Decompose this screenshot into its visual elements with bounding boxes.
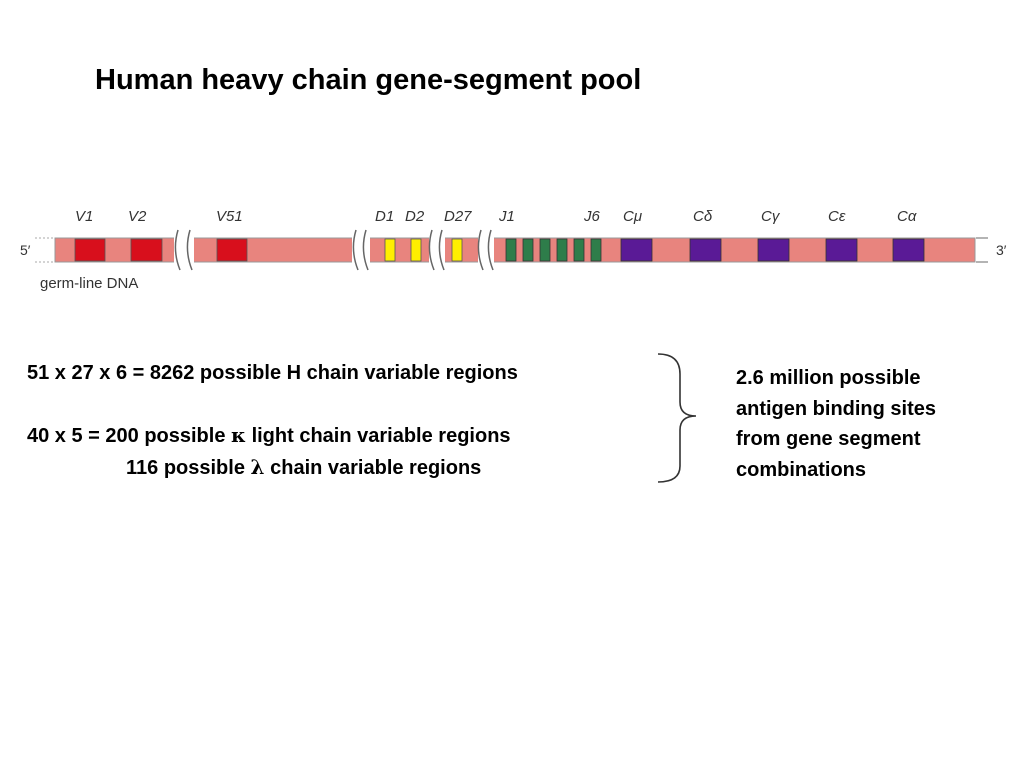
segment-j5 xyxy=(573,238,585,262)
result-line: antigen binding sites xyxy=(736,397,937,420)
result-line: from gene segment xyxy=(736,428,921,450)
label-5-prime: 5′ xyxy=(20,242,31,258)
label-c-epsilon: Cε xyxy=(828,208,846,225)
calculations: 51 x 27 x 6 = 8262 possible H chain vari… xyxy=(27,358,518,484)
label-d2: D2 xyxy=(405,208,425,225)
segment-v2 xyxy=(130,238,163,262)
lambda-calc-prefix: 116 possible xyxy=(126,457,251,479)
strand-breaks xyxy=(174,229,494,271)
page-title: Human heavy chain gene-segment pool xyxy=(95,64,642,96)
segment-v1 xyxy=(74,238,106,262)
label-c-mu: Cμ xyxy=(623,208,642,225)
germline-dna-diagram: V1 V2 V51 D1 D2 D27 J1 J6 Cμ Cδ Cγ Cε Cα… xyxy=(20,208,1007,292)
c-segments xyxy=(620,238,925,262)
result-text: 2.6 million possible antigen binding sit… xyxy=(736,363,936,485)
label-v51: V51 xyxy=(216,208,243,225)
label-c-gamma: Cγ xyxy=(761,208,781,225)
lambda-calc-suffix: chain variable regions xyxy=(264,457,482,479)
segment-c-mu xyxy=(620,238,653,262)
segment-c-delta xyxy=(689,238,722,262)
d-segments xyxy=(384,238,463,262)
label-c-alpha: Cα xyxy=(897,208,917,225)
kappa-symbol: κ xyxy=(231,423,247,447)
label-v1: V1 xyxy=(75,208,93,225)
kappa-calc-prefix: 40 x 5 = 200 possible xyxy=(27,425,232,447)
segment-c-epsilon xyxy=(825,238,858,262)
lambda-symbol: λ xyxy=(250,455,265,479)
label-v2: V2 xyxy=(128,208,147,225)
label-d27: D27 xyxy=(444,208,472,225)
heavy-chain-calc: 51 x 27 x 6 = 8262 possible H chain vari… xyxy=(27,362,518,384)
segment-d1 xyxy=(384,238,396,262)
segment-d2 xyxy=(410,238,422,262)
curly-brace xyxy=(657,353,697,483)
label-d1: D1 xyxy=(375,208,394,225)
segment-d27 xyxy=(451,238,463,262)
result-line: combinations xyxy=(736,458,867,481)
segment-j6 xyxy=(590,238,602,262)
segment-j4 xyxy=(556,238,568,262)
j-segments xyxy=(505,238,602,262)
label-3-prime: 3′ xyxy=(996,242,1007,258)
kappa-chain-calc: 40 x 5 = 200 possible κ light chain vari… xyxy=(27,420,518,452)
label-j6: J6 xyxy=(583,208,601,225)
segment-j3 xyxy=(539,238,551,262)
label-c-delta: Cδ xyxy=(693,208,713,225)
three-prime-bracket xyxy=(976,237,988,263)
kappa-calc-suffix: light chain variable regions xyxy=(246,425,511,447)
label-j1: J1 xyxy=(498,208,515,225)
label-germline-dna: germ-line DNA xyxy=(40,275,138,292)
segment-j1 xyxy=(505,238,517,262)
segment-v51 xyxy=(216,238,248,262)
segment-j2 xyxy=(522,238,534,262)
lambda-chain-calc: 116 possible λ chain variable regions xyxy=(27,452,518,484)
segment-c-gamma xyxy=(757,238,790,262)
result-line: 2.6 million possible xyxy=(736,367,921,389)
segment-c-alpha xyxy=(892,238,925,262)
v-segments xyxy=(74,238,248,262)
